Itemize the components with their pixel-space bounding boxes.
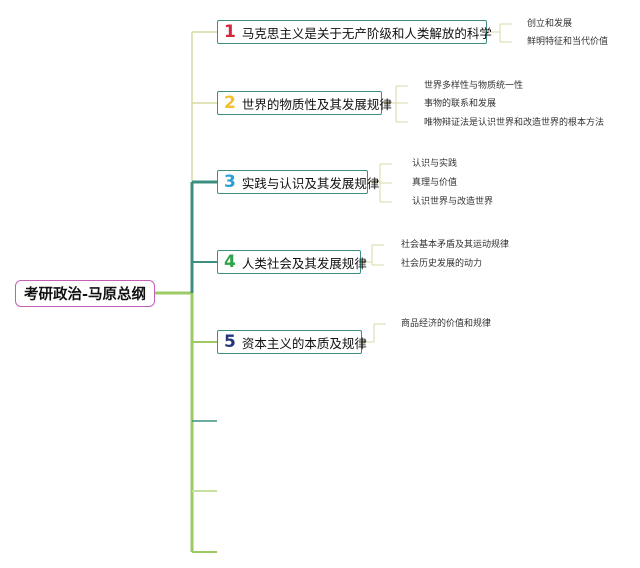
topic-2-child-2[interactable]: 事物的联系和发展 bbox=[424, 99, 497, 109]
root-node[interactable]: 考研政治-马原总纲 bbox=[15, 280, 155, 307]
topic-1-number: 1 bbox=[224, 21, 236, 42]
topic-2-label: 世界的物质性及其发展规律 bbox=[241, 96, 392, 112]
topic-2-child-3[interactable]: 唯物辩证法是认识世界和改造世界的根本方法 bbox=[424, 118, 605, 128]
topic-3-children-bracket bbox=[368, 163, 392, 203]
topic-5-children-bracket bbox=[362, 323, 386, 343]
topic-2[interactable]: 2 世界的物质性及其发展规律 bbox=[217, 91, 392, 115]
topic-2-child-1[interactable]: 世界多样性与物质统一性 bbox=[424, 81, 524, 91]
topic-3-label: 实践与认识及其发展规律 bbox=[241, 175, 380, 191]
topic-1[interactable]: 1 马克思主义是关于无产阶级和人类解放的科学 bbox=[217, 20, 492, 44]
topic-1-label: 马克思主义是关于无产阶级和人类解放的科学 bbox=[241, 25, 492, 41]
topic-1-children-bracket bbox=[488, 23, 512, 43]
topic-2-number: 2 bbox=[224, 92, 236, 113]
topic-5-label: 资本主义的本质及规律 bbox=[241, 335, 367, 351]
topic-1-child-1[interactable]: 创立和发展 bbox=[527, 19, 573, 29]
topic-1-child-2[interactable]: 鲜明特征和当代价值 bbox=[527, 37, 609, 47]
topic-4-child-1[interactable]: 社会基本矛盾及其运动规律 bbox=[401, 240, 510, 250]
topic-4-child-2[interactable]: 社会历史发展的动力 bbox=[401, 259, 483, 269]
topic-5-child-1[interactable]: 商品经济的价值和规律 bbox=[401, 319, 492, 329]
topic-3-child-1[interactable]: 认识与实践 bbox=[412, 159, 458, 169]
topic-4[interactable]: 4 人类社会及其发展规律 bbox=[217, 250, 367, 274]
topic-3[interactable]: 3 实践与认识及其发展规律 bbox=[217, 170, 379, 194]
topic-4-number: 4 bbox=[224, 251, 236, 272]
topic-3-number: 3 bbox=[224, 171, 236, 192]
root-label: 考研政治-马原总纲 bbox=[23, 287, 147, 303]
topic-5-number: 5 bbox=[224, 331, 236, 352]
topic-4-children-bracket bbox=[361, 244, 384, 266]
topic-2-children-bracket bbox=[382, 85, 408, 123]
topic-4-label: 人类社会及其发展规律 bbox=[241, 255, 367, 271]
topic-3-child-2[interactable]: 真理与价值 bbox=[412, 178, 458, 188]
topic-5[interactable]: 5 资本主义的本质及规律 bbox=[217, 330, 367, 354]
topic-3-child-3[interactable]: 认识世界与改造世界 bbox=[412, 197, 494, 207]
